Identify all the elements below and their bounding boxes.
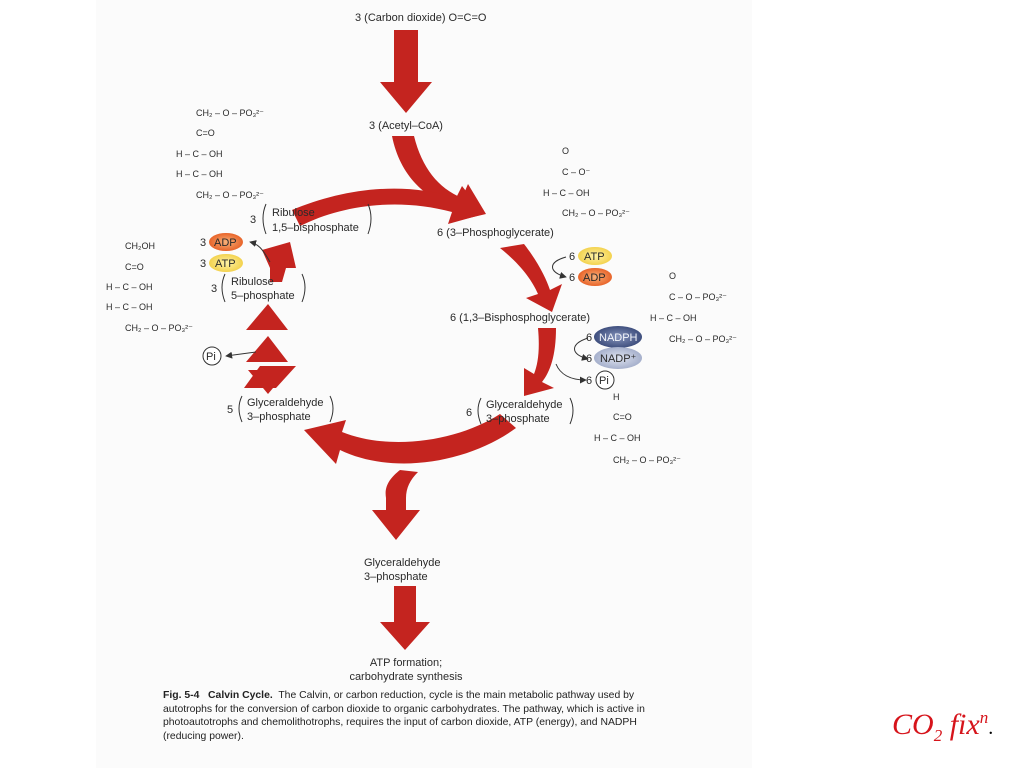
label-g3p-right-coef: 6	[466, 407, 472, 419]
slide-title: CO2 fixn.	[892, 708, 993, 746]
arrow-g3p-right-to-left	[304, 414, 516, 464]
label-pi-right: Pi	[599, 375, 609, 387]
svg-text:H – C – OH: H – C – OH	[176, 149, 223, 159]
label-adp-right-coef: 6	[569, 272, 575, 284]
side-arrow-atp-adp-right	[552, 256, 567, 279]
svg-text:C=O: C=O	[613, 412, 632, 422]
label-co2-input: 3 (Carbon dioxide) O=C=O	[355, 12, 487, 24]
label-adp-right: ADP	[583, 272, 606, 284]
label-final-line1: ATP formation;	[370, 657, 442, 669]
svg-text:CH₂ – O – PO₃²⁻: CH₂ – O – PO₃²⁻	[125, 323, 193, 333]
label-ru5p-coef: 3	[211, 283, 217, 295]
nadph-oval	[594, 326, 642, 348]
svg-text:C=O: C=O	[196, 128, 215, 138]
label-atp-left-coef: 3	[200, 258, 206, 270]
label-atp-right: ATP	[584, 251, 605, 263]
atp-oval-right	[578, 247, 612, 265]
svg-text:CH₂ – O – PO₃²⁻: CH₂ – O – PO₃²⁻	[196, 108, 264, 118]
arrow-pga-to-bpg	[500, 244, 562, 312]
label-ru5p-line2: 5–phosphate	[231, 290, 295, 302]
label-g3p-left-coef: 5	[227, 404, 233, 416]
structure-rubp: CH₂ – O – PO₃²⁻ C=O H – C – OH H – C – O…	[176, 108, 264, 200]
figure-caption-text: The Calvin, or carbon reduction, cycle i…	[163, 690, 645, 742]
svg-text:O: O	[669, 271, 676, 281]
label-g3p-left-line1: Glyceraldehyde	[247, 397, 323, 409]
label-ru5p-line1: Ribulose	[231, 276, 274, 288]
arrow-rubp-to-pga	[292, 186, 484, 226]
label-atp-left: ATP	[215, 258, 236, 270]
side-arrow-nadph-right	[574, 337, 589, 361]
svg-text:CH₂ – O – PO₃²⁻: CH₂ – O – PO₃²⁻	[562, 208, 630, 218]
arrow-output-down	[380, 586, 430, 650]
label-adp-left: ADP	[214, 237, 237, 249]
arrow-branch-down	[372, 470, 420, 540]
adp-oval-right	[578, 268, 612, 286]
label-pi-right-coef: 6	[586, 375, 592, 387]
pi-circle-right	[595, 370, 615, 390]
atp-oval-left	[209, 254, 243, 272]
label-acetyl-coa: 3 (Acetyl–CoA)	[369, 120, 443, 132]
title-dot: .	[988, 717, 994, 739]
arrow-up-3	[246, 304, 288, 330]
label-g3p-right-line1: Glyceraldehyde	[486, 399, 562, 411]
svg-text:C – O⁻: C – O⁻	[562, 167, 591, 177]
side-arrow-pi-left	[225, 351, 257, 359]
arrow-up-1b	[248, 370, 288, 394]
svg-text:C – O – PO₃²⁻: C – O – PO₃²⁻	[669, 292, 727, 302]
structure-g3p: H C=O H – C – OH CH₂ – O – PO₃²⁻	[594, 392, 681, 465]
arrow-up-4	[262, 242, 296, 282]
label-nadp: NADP⁺	[600, 353, 637, 365]
structure-ru5p: CH₂OH C=O H – C – OH H – C – OH CH₂ – O …	[106, 241, 193, 333]
svg-text:C=O: C=O	[125, 262, 144, 272]
side-arrow-pi-right	[555, 363, 587, 384]
label-rubp-line2: 1,5–bisphosphate	[272, 222, 359, 234]
svg-text:CH₂ – O – PO₃²⁻: CH₂ – O – PO₃²⁻	[669, 334, 737, 344]
svg-text:H – C – OH: H – C – OH	[106, 302, 153, 312]
figure-caption: Fig. 5-4 Calvin Cycle. The Calvin, or ca…	[163, 689, 683, 743]
svg-text:CH₂ – O – PO₃²⁻: CH₂ – O – PO₃²⁻	[613, 455, 681, 465]
title-fix: fix	[942, 708, 980, 741]
arrow-bpg-to-g3p	[524, 328, 556, 396]
nadp-oval	[594, 347, 642, 369]
label-atp-right-coef: 6	[569, 251, 575, 263]
label-rubp-line1: Ribulose	[272, 207, 315, 219]
adp-oval-left	[209, 233, 243, 251]
label-final-line2: carbohydrate synthesis	[349, 671, 463, 683]
svg-text:H – C – OH: H – C – OH	[650, 313, 697, 323]
label-rubp-coef: 3	[250, 214, 256, 226]
title-subscript: 2	[933, 726, 943, 745]
svg-text:CH₂ – O – PO₃²⁻: CH₂ – O – PO₃²⁻	[196, 190, 264, 200]
svg-text:H – C – OH: H – C – OH	[543, 188, 590, 198]
figure-title: Calvin Cycle.	[208, 690, 273, 701]
label-nadph: NADPH	[599, 332, 638, 344]
label-adp-left-coef: 3	[200, 237, 206, 249]
arrow-up-2	[246, 336, 288, 362]
figure-scan-background	[96, 0, 752, 768]
svg-text:CH₂OH: CH₂OH	[125, 241, 155, 251]
structure-13bpg: O C – O – PO₃²⁻ H – C – OH CH₂ – O – PO₃…	[650, 271, 737, 344]
label-13-bisphosphoglycerate: 6 (1,3–Bisphosphoglycerate)	[450, 312, 590, 324]
label-nadph-coef: 6	[586, 332, 592, 344]
svg-text:H: H	[613, 392, 620, 402]
label-g3p-left-line2: 3–phosphate	[247, 411, 311, 423]
title-superscript: n	[979, 708, 989, 727]
label-3-phosphoglycerate: 6 (3–Phosphoglycerate)	[437, 227, 554, 239]
label-output-line1: Glyceraldehyde	[364, 557, 440, 569]
label-pi-left: Pi	[206, 351, 216, 363]
label-nadp-coef: 6	[586, 353, 592, 365]
figure-label: Fig. 5-4	[163, 690, 200, 701]
svg-text:H – C – OH: H – C – OH	[106, 282, 153, 292]
label-output-line2: 3–phosphate	[364, 571, 428, 583]
arrow-co2-input	[380, 30, 432, 113]
svg-text:H – C – OH: H – C – OH	[594, 433, 641, 443]
label-g3p-right-line2: 3–phosphate	[486, 413, 550, 425]
title-co: CO	[892, 708, 934, 741]
svg-text:O: O	[562, 146, 569, 156]
side-arrow-atp-adp-left	[249, 240, 271, 263]
pi-circle-left	[202, 346, 222, 366]
svg-text:H – C – OH: H – C – OH	[176, 169, 223, 179]
structure-3pga: O C – O⁻ H – C – OH CH₂ – O – PO₃²⁻	[543, 146, 630, 218]
